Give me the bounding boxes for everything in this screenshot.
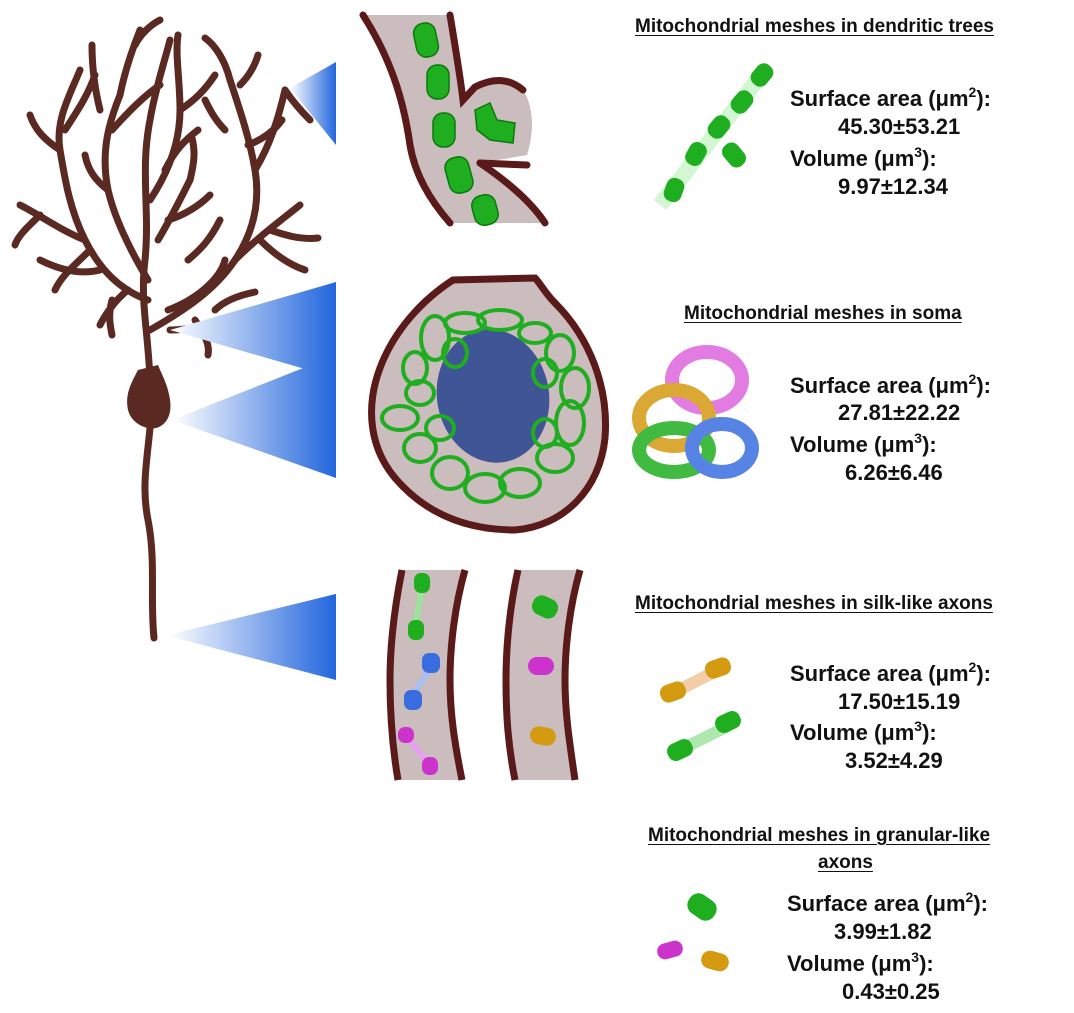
soma-section-illustration: [368, 274, 610, 534]
volume-label-silk-axons: Volume (μm3):: [790, 718, 937, 745]
volume-value-dendritic: 9.97±12.34: [838, 174, 948, 199]
surface-area-label-granular-axons: Surface area (μm2):: [787, 889, 988, 916]
volume-label-granular-axons: Volume (μm3):: [787, 949, 934, 976]
soma: [127, 365, 171, 429]
section-title-granular-axons-line1: Mitochondrial meshes in granular-like: [648, 825, 991, 846]
callout-soma: [170, 282, 336, 378]
surface-area-label-soma: Surface area (μm2):: [790, 371, 991, 398]
surface-area-value-soma: 27.81±22.22: [838, 400, 961, 425]
volume-label-dendritic: Volume (μm3):: [790, 144, 937, 171]
section-title-granular-axons-line2: axons: [818, 852, 873, 873]
soma-mito-icon: [632, 345, 759, 479]
callout-soma-full: [172, 355, 336, 478]
section-title-silk-axons: Mitochondrial meshes in silk-like axons: [635, 593, 993, 614]
volume-value-silk-axons: 3.52±4.29: [845, 748, 943, 773]
surface-area-label-dendritic: Surface area (μm2):: [790, 84, 991, 111]
surface-area-label-silk-axons: Surface area (μm2):: [790, 659, 991, 686]
callout-extensions: [168, 355, 336, 680]
callout-axon-full: [168, 594, 336, 680]
volume-value-granular-axons: 0.43±0.25: [842, 979, 940, 1004]
volume-label-soma: Volume (μm3):: [790, 430, 937, 457]
surface-area-value-granular-axons: 3.99±1.82: [834, 919, 932, 944]
surface-area-value-dendritic: 45.30±53.21: [838, 114, 961, 139]
callout-dendrites: [290, 62, 336, 145]
dendritic-mito-icon: [653, 63, 774, 210]
section-title-soma: Mitochondrial meshes in soma: [684, 303, 962, 324]
surface-area-value-silk-axons: 17.50±15.19: [838, 689, 961, 714]
axon-section-illustration: [386, 569, 584, 781]
granular-axon-mito-icon: [657, 893, 729, 972]
dendrite-section-illustration: [359, 11, 549, 227]
silk-axon-mito-icon: [659, 657, 741, 762]
volume-value-soma: 6.26±6.46: [845, 460, 943, 485]
section-title-dendritic: Mitochondrial meshes in dendritic trees: [635, 16, 994, 37]
axon: [141, 396, 158, 642]
